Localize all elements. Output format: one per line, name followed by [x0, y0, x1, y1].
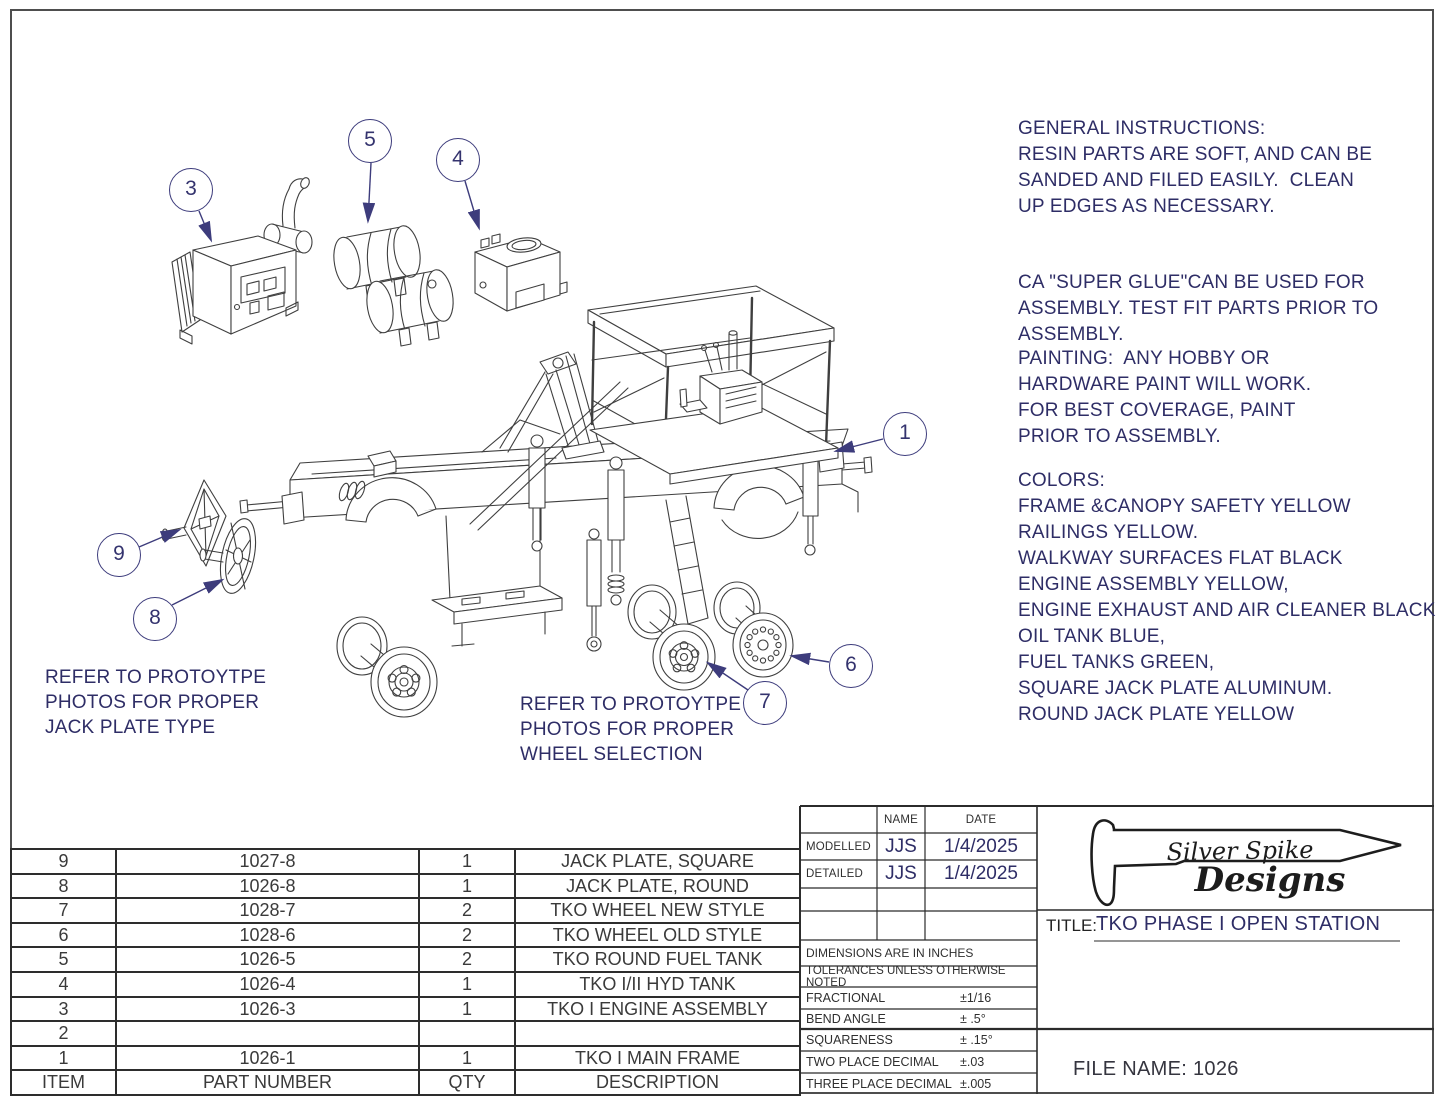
bom-header-cell: ITEM	[12, 1071, 115, 1094]
bom-cell: TKO I MAIN FRAME	[516, 1046, 799, 1070]
wheel-new-style-part	[627, 584, 716, 691]
modelled-label: MODELLED	[806, 840, 871, 853]
tol-fractional-value: ±1/16	[960, 991, 992, 1005]
leader-lines	[138, 162, 884, 691]
drawing-title: TKO PHASE I OPEN STATION	[1096, 912, 1381, 935]
jack-plate-round-part	[199, 518, 257, 594]
title-block-rules	[799, 805, 1434, 1094]
bom-header-cell: QTY	[420, 1071, 514, 1094]
bom-cell: 7	[12, 899, 115, 922]
detailed-label: DETAILED	[806, 868, 863, 880]
logo-designs-text: Designs	[1194, 860, 1346, 900]
bom-cell: 1	[420, 997, 514, 1021]
balloon-8: 8	[133, 597, 177, 641]
tol-two-place-value: ±.03	[960, 1055, 985, 1069]
tol-fractional-label: FRACTIONAL	[806, 991, 886, 1005]
jack-plate-note: REFER TO PROTOYTPE PHOTOS FOR PROPER JAC…	[45, 667, 267, 738]
file-name: FILE NAME: 1026	[1073, 1058, 1239, 1080]
tol-bend-value: ± .5°	[960, 1012, 986, 1026]
glue-note: CA "SUPER GLUE"CAN BE USED FOR ASSEMBLY.…	[1018, 272, 1379, 345]
tolerances-note: TOLERANCES UNLESS OTHERWISE NOTED	[806, 964, 1006, 989]
date-header: DATE	[965, 813, 997, 826]
bom-cell: 3	[12, 997, 115, 1021]
bom-cell: TKO I ENGINE ASSEMBLY	[516, 997, 799, 1021]
bom-cell: 5	[12, 948, 115, 971]
bom-cell: 8	[12, 874, 115, 898]
balloon-6: 6	[829, 644, 873, 688]
engine-assembly-part	[171, 177, 313, 345]
bom-cell	[516, 1022, 799, 1045]
modelled-date: 1/4/2025	[944, 835, 1018, 857]
bom-cell: JACK PLATE, SQUARE	[516, 850, 799, 873]
bom-cell: 1026-5	[117, 948, 418, 971]
bom-cell: 9	[12, 850, 115, 873]
general-instructions-note: GENERAL INSTRUCTIONS: RESIN PARTS ARE SO…	[1018, 118, 1373, 217]
bom-cell: 1026-8	[117, 874, 418, 898]
tol-three-place-value: ±.005	[960, 1076, 992, 1091]
tol-squareness-label: SQUARENESS	[806, 1033, 893, 1047]
bom-header-cell: PART NUMBER	[117, 1071, 418, 1094]
wheel-note: REFER TO PROTOYTPE PHOTOS FOR PROPER WHE…	[520, 694, 742, 765]
bom-cell: 1027-8	[117, 850, 418, 873]
detailed-date: 1/4/2025	[944, 863, 1018, 884]
bom-cell: 1	[420, 972, 514, 996]
bom-cell: TKO WHEEL OLD STYLE	[516, 923, 799, 947]
fuel-tanks-part	[333, 225, 454, 347]
bom-cell: JACK PLATE, ROUND	[516, 874, 799, 898]
title-label: TITLE:	[1046, 916, 1098, 935]
bom-cell: TKO ROUND FUEL TANK	[516, 948, 799, 971]
main-frame-part	[239, 285, 873, 652]
bom-header-cell: DESCRIPTION	[516, 1071, 799, 1094]
bom-cell: 1	[420, 850, 514, 873]
bom-cell: 1026-3	[117, 997, 418, 1021]
bom-cell: 1028-6	[117, 923, 418, 947]
tol-squareness-value: ± .15°	[960, 1033, 993, 1047]
bom-cell	[420, 1022, 514, 1045]
detailed-name: JJS	[885, 863, 917, 884]
bom-cell: 1	[420, 874, 514, 898]
bom-cell: TKO WHEEL NEW STYLE	[516, 899, 799, 922]
bom-cell: 2	[420, 899, 514, 922]
wheel-old-style-part	[713, 581, 794, 678]
bom-cell: TKO I/II HYD TANK	[516, 972, 799, 996]
bom-cell: 1026-1	[117, 1046, 418, 1070]
tol-two-place-label: TWO PLACE DECIMAL	[806, 1055, 939, 1069]
balloon-9: 9	[97, 533, 141, 577]
bom-cell: 1026-4	[117, 972, 418, 996]
bom-cell: 1	[420, 1046, 514, 1070]
silver-spike-logo-outline	[1090, 819, 1402, 907]
colors-note: COLORS: FRAME &CANOPY SAFETY YELLOW RAIL…	[1018, 470, 1436, 725]
tol-three-place-label: THREE PLACE DECIMAL	[806, 1076, 952, 1091]
bom-cell: 1	[12, 1046, 115, 1070]
bom-cell: 2	[420, 923, 514, 947]
balloon-3: 3	[169, 168, 213, 212]
balloon-5: 5	[348, 119, 392, 163]
bom-cell: 4	[12, 972, 115, 996]
name-header: NAME	[883, 813, 919, 826]
wheelset-part	[336, 616, 438, 718]
bom-cell: 2	[12, 1022, 115, 1045]
tol-bend-label: BEND ANGLE	[806, 1012, 886, 1026]
dimensions-note: DIMENSIONS ARE IN INCHES	[806, 946, 974, 960]
jack-plate-square-part	[161, 479, 227, 567]
painting-note: PAINTING: ANY HOBBY OR HARDWARE PAINT WI…	[1018, 348, 1312, 447]
bom-cell: 2	[420, 948, 514, 971]
hyd-tank-part	[474, 233, 568, 312]
balloon-4: 4	[436, 138, 480, 182]
bom-cell	[117, 1022, 418, 1045]
bom-cell: 1028-7	[117, 899, 418, 922]
balloon-1: 1	[883, 412, 927, 456]
balloon-7: 7	[743, 681, 787, 725]
bom-cell: 6	[12, 923, 115, 947]
modelled-name: JJS	[885, 835, 917, 857]
